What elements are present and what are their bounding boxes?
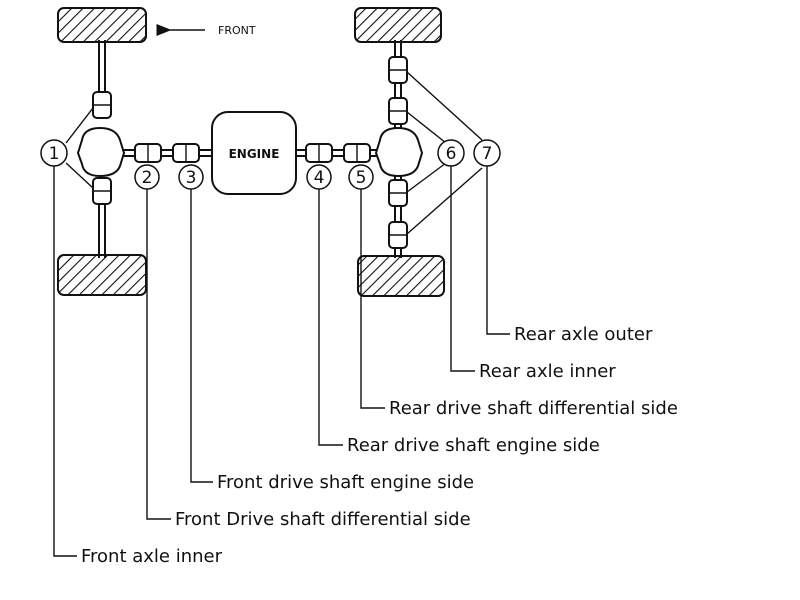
- rear-shaft-joint-engine-icon: [305, 143, 333, 163]
- rear-shaft-joint-diff-icon: [343, 143, 371, 163]
- front-axle-joint-top-icon: [92, 91, 112, 119]
- svg-text:1: 1: [49, 144, 60, 164]
- marker-5: 5: [348, 164, 374, 190]
- rear-axle-inner-joint-bottom-icon: [388, 179, 408, 207]
- marker-2: 2: [134, 164, 160, 190]
- rear-axle-outer-joint-top-icon: [388, 56, 408, 84]
- svg-text:6: 6: [446, 144, 457, 164]
- rear-wheel-top: [354, 7, 442, 43]
- rear-axle-inner-joint-top-icon: [388, 97, 408, 125]
- front-shaft-joint-engine-icon: [172, 143, 200, 163]
- rear-wheel-bottom: [357, 255, 445, 297]
- svg-text:4: 4: [314, 168, 325, 188]
- marker-4: 4: [306, 164, 332, 190]
- svg-text:2: 2: [142, 168, 153, 188]
- label-rear-axle-inner: Rear axle inner: [479, 361, 616, 382]
- engine-label: ENGINE: [229, 147, 280, 161]
- label-rear-drive-shaft-differential-side: Rear drive shaft differential side: [389, 398, 678, 419]
- rear-differential-icon: [374, 126, 424, 178]
- svg-text:3: 3: [186, 168, 197, 188]
- front-wheel-bottom: [57, 254, 147, 296]
- label-front-drive-shaft-engine-side: Front drive shaft engine side: [217, 472, 474, 493]
- rear-axle-outer-joint-bottom-icon: [388, 221, 408, 249]
- label-front-axle-inner: Front axle inner: [81, 546, 223, 567]
- front-axle-joint-bottom-icon: [92, 177, 112, 205]
- svg-text:7: 7: [482, 144, 493, 164]
- front-label: FRONT: [218, 24, 256, 37]
- svg-text:5: 5: [356, 168, 367, 188]
- marker-6: 6: [437, 139, 465, 167]
- front-wheel-top: [57, 7, 147, 43]
- marker-7: 7: [473, 139, 501, 167]
- label-front-drive-shaft-differential-side: Front Drive shaft differential side: [175, 509, 471, 530]
- front-shaft-joint-diff-icon: [134, 143, 162, 163]
- label-rear-drive-shaft-engine-side: Rear drive shaft engine side: [347, 435, 600, 456]
- marker-1: 1: [40, 139, 68, 167]
- engine-block: ENGINE: [211, 111, 297, 195]
- front-differential-icon: [76, 126, 126, 178]
- label-rear-axle-outer: Rear axle outer: [514, 324, 653, 345]
- marker-3: 3: [178, 164, 204, 190]
